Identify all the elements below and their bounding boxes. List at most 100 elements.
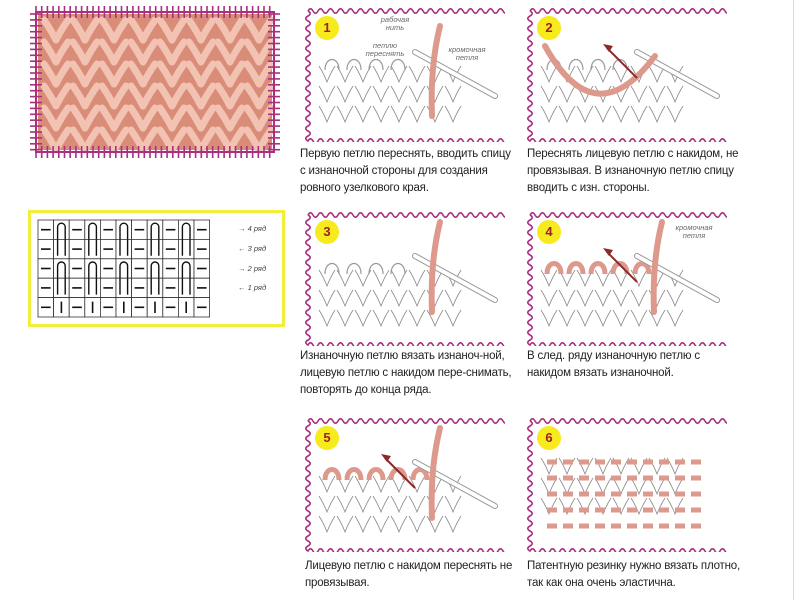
knitting-needle-fill [413, 460, 497, 508]
knit-stitch [156, 82, 188, 110]
stitch [390, 515, 408, 534]
working-yarn [428, 425, 443, 521]
knit-stitch [185, 38, 217, 66]
stitch [648, 105, 666, 124]
stitch [648, 477, 666, 496]
stitch [594, 497, 612, 516]
slip-yarnover-symbol [56, 278, 66, 295]
stitch [336, 85, 354, 104]
needle-loop [544, 261, 564, 275]
needle-loop [324, 58, 340, 71]
slip-yarnover-symbol [181, 239, 191, 256]
needle-loop [588, 261, 608, 275]
stitch [666, 497, 684, 516]
chart-cell [84, 277, 101, 298]
needle-loop [410, 467, 430, 481]
label-working-yarn: рабочая нить [380, 15, 410, 32]
stitch [594, 289, 612, 308]
stitch [558, 309, 576, 328]
knit-stitch [127, 16, 159, 44]
chart-cell [146, 277, 164, 298]
stitch [666, 85, 684, 104]
row-label-2: → 2 ряд [238, 264, 267, 273]
wavy-frame [305, 418, 511, 554]
stitch [354, 289, 372, 308]
stitch [390, 105, 408, 124]
row-label-1: ← 1 ряд [238, 283, 267, 292]
page-edge [793, 0, 794, 600]
chart-cell [53, 277, 70, 298]
step-1-badge: 1 [315, 16, 339, 40]
stitch [336, 495, 354, 514]
label-edge-stitch: кромочная петля [675, 223, 713, 240]
knit-stitch [214, 60, 246, 88]
knit-stitch [40, 16, 72, 44]
needle-loop [632, 261, 652, 275]
needle-loop [366, 467, 386, 481]
chart-grid [37, 219, 211, 318]
stitch [354, 105, 372, 124]
stitch [336, 105, 354, 124]
stitch [630, 477, 648, 496]
stitch [390, 85, 408, 104]
chart-cell [115, 238, 133, 260]
stitch [576, 105, 594, 124]
needle-loop [566, 261, 586, 275]
working-yarn [428, 219, 443, 315]
stitch [354, 85, 372, 104]
knit-stitch [127, 60, 159, 88]
slip-yarnover-symbol [88, 239, 98, 256]
stitch [390, 289, 408, 308]
stitch [558, 85, 576, 104]
stitch [576, 289, 594, 308]
knit-stitch [40, 38, 72, 66]
stitch [390, 65, 408, 84]
knit-stitch [69, 104, 101, 132]
stitch [372, 289, 390, 308]
stitch [336, 65, 354, 84]
knit-stitch [156, 60, 188, 88]
knit-stitch [214, 104, 246, 132]
needle-loop [368, 262, 384, 275]
slip-yarnover-symbol [119, 261, 129, 279]
knit-stitch [185, 104, 217, 132]
knit-stitch [40, 60, 72, 88]
stitch [336, 515, 354, 534]
knit-stitch [40, 82, 72, 110]
stitch [408, 65, 426, 84]
step-6-illustration: 6 [527, 418, 733, 554]
knit-stitch [98, 104, 130, 132]
knitting-chart: → 4 ряд ← 3 ряд → 2 ряд ← 1 ряд [28, 210, 285, 327]
stitch [372, 105, 390, 124]
needle-loop [344, 467, 364, 481]
stitch [408, 515, 426, 534]
slip-yarnover-symbol [56, 261, 66, 279]
stitch [390, 269, 408, 288]
knit-stitch [214, 16, 246, 44]
stitch [318, 515, 336, 534]
chart-cell [146, 238, 164, 260]
stitch [612, 289, 630, 308]
stitch [666, 105, 684, 124]
stitch [408, 85, 426, 104]
slip-yarnover-symbol [119, 239, 129, 256]
slip-yarnover-symbol [150, 222, 160, 240]
stitch [372, 269, 390, 288]
stitch [444, 85, 462, 104]
needle-loop [322, 467, 342, 481]
label-slip-stitch: петлю переснять [365, 41, 405, 58]
stitch [594, 65, 612, 84]
knit-stitch [185, 60, 217, 88]
needle-loop [590, 58, 606, 71]
stitch [318, 65, 336, 84]
stitch [354, 515, 372, 534]
step-2-caption: Переснять лицевую петлю с накидом, не пр… [527, 148, 739, 194]
knit-stitch [98, 126, 130, 154]
knitted-sample-photo [30, 6, 280, 158]
step-6-badge: 6 [537, 426, 561, 450]
needle-loop [368, 58, 384, 71]
working-yarn [650, 219, 665, 315]
stitch [666, 309, 684, 328]
step-1-caption: Первую петлю переснять, вводить спицу с … [300, 148, 511, 194]
knit-stitch [127, 104, 159, 132]
